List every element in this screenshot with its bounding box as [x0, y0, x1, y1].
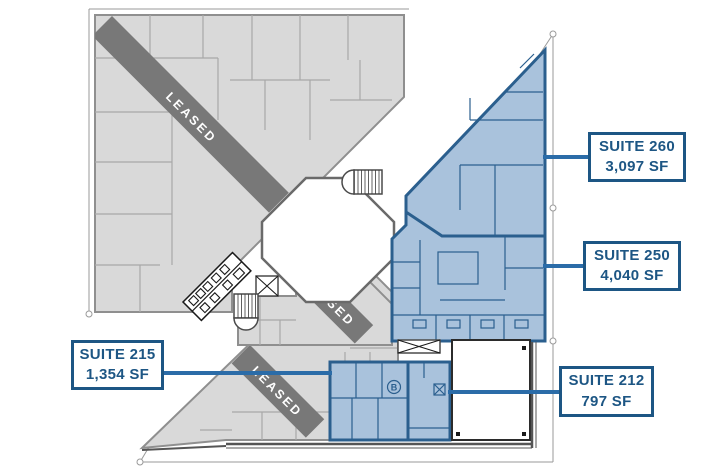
room-b-circle [386, 379, 402, 395]
stairs-icon [341, 169, 383, 195]
room-b-label: B [391, 383, 398, 393]
suite-215-walls [330, 362, 408, 440]
suite-215-label-box: SUITE 215 1,354 SF [71, 340, 164, 390]
suite-area: 3,097 SF [605, 158, 669, 175]
suite-260-label-box: SUITE 260 3,097 SF [588, 132, 686, 182]
elevator-icon [255, 275, 279, 297]
suite-name: SUITE 250 [593, 246, 671, 264]
suite-215-region: B [328, 360, 410, 442]
leader-lines [162, 155, 590, 394]
suite-area: 797 SF [581, 392, 632, 410]
suite-name: SUITE 212 [568, 372, 645, 390]
survey-lines [85, 8, 557, 466]
suite-250-label-box: SUITE 250 4,040 SF [583, 241, 681, 291]
perimeter-walls [141, 342, 537, 451]
interior-walls-northwest [95, 15, 392, 312]
suite-area: 4,040 SF [600, 267, 664, 284]
suite-divider-wall [405, 210, 545, 238]
suite-212-region [406, 360, 452, 442]
atrium-core [181, 169, 396, 331]
suite-260-250-region [390, 46, 547, 343]
suite-name: SUITE 260 [598, 137, 676, 155]
suite-212-label-box: SUITE 212 797 SF [559, 366, 654, 417]
restroom-block [181, 251, 252, 322]
suite-212-walls [408, 362, 450, 429]
suite-260-walls [459, 53, 543, 236]
suite-name: SUITE 215 [79, 345, 156, 363]
shaft-crossed-icon [397, 339, 441, 354]
suite-area: 1,354 SF [85, 366, 150, 383]
stairs-icon [233, 293, 259, 331]
suite-250-walls [392, 236, 545, 341]
